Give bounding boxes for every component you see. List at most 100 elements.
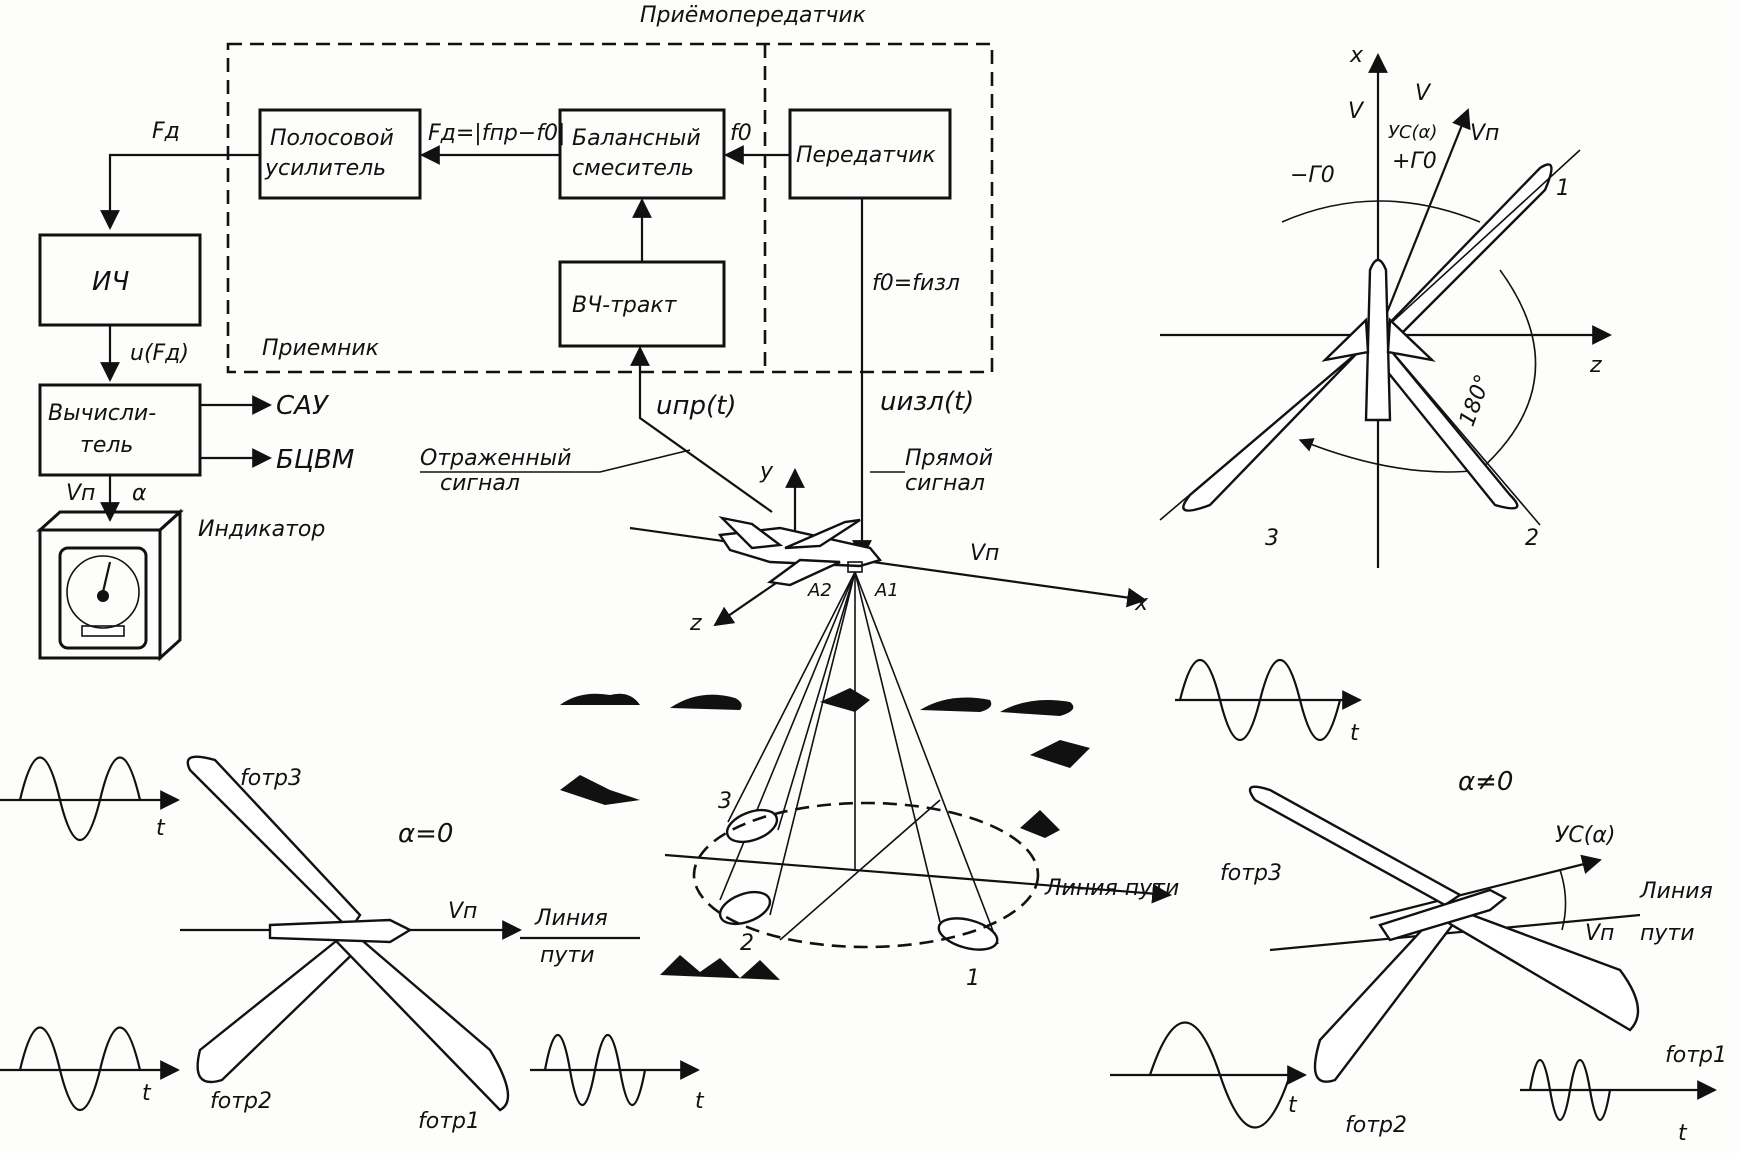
reflected-leader	[599, 449, 691, 473]
tr-beam2-label: 2	[1525, 526, 1539, 551]
balanced-mixer-block	[558, 108, 726, 200]
indicator-alpha-label: α	[132, 481, 147, 506]
fd-output-line	[100, 153, 260, 230]
footprint-cross	[779, 799, 941, 941]
tr-beam1-label: 1	[1556, 176, 1570, 201]
frequency-meter-block	[38, 233, 202, 327]
direct-line2: сигнал	[905, 471, 985, 496]
bl-vp-label: Vп	[448, 899, 477, 924]
tr-vp-label: Vп	[1470, 121, 1499, 146]
transceiver-boundary	[226, 42, 994, 374]
f0-emit-label: f0=fизл	[872, 271, 960, 296]
bl-lobe1	[333, 928, 510, 1112]
receiver-label: Приемник	[262, 336, 380, 361]
indicator-label: Индикатор	[198, 517, 325, 542]
scene-beam3-label: 3	[718, 789, 732, 814]
scene-y-label: y	[759, 459, 774, 484]
computer-block	[38, 383, 202, 477]
reflected-line2: сигнал	[440, 471, 520, 496]
br-path-line2: пути	[1640, 921, 1695, 946]
br-lobe3	[1248, 785, 1463, 907]
antenna-a1-label: A1	[874, 580, 899, 601]
bl-lobe3	[186, 755, 362, 932]
tr-sine-t: t	[1350, 721, 1360, 746]
scene-x-label: x	[1134, 591, 1149, 616]
bl-lobe2	[196, 928, 367, 1084]
br-vp-vector	[1369, 854, 1602, 920]
br-sine-wide-t: t	[1288, 1093, 1298, 1118]
balanced-mixer-line1: Балансный	[572, 126, 701, 151]
br-vp-label: Vп	[1585, 921, 1614, 946]
tr-minus-g0: −Γ0	[1290, 163, 1335, 188]
br-lobe1	[1433, 903, 1640, 1032]
fd-out-label: Fд	[152, 119, 180, 144]
indicator-device	[36, 508, 184, 662]
tr-z-label: z	[1589, 353, 1602, 378]
bottom-left-view: α=0 Vп Линия пути fотр3 fотр2 fотр1 t t …	[0, 755, 705, 1134]
tr-x-label: x	[1349, 43, 1364, 68]
br-fotr2: fотр2	[1345, 1113, 1407, 1138]
tr-beams	[1159, 149, 1581, 526]
tr-v-top-label: V	[1415, 81, 1432, 106]
transmitter-label: Передатчик	[796, 143, 936, 168]
bl-alpha-zero: α=0	[398, 819, 453, 849]
transceiver-title: Приёмопередатчик	[640, 3, 867, 28]
br-fotr3: fотр3	[1220, 861, 1282, 886]
bl-sine-bottom-t: t	[142, 1081, 152, 1106]
sau-label: САУ	[276, 391, 330, 421]
br-alpha-ne: α≠0	[1458, 767, 1513, 797]
tr-180-label: 180°	[1455, 371, 1497, 429]
br-fotr1: fотр1	[1665, 1043, 1727, 1068]
bl-sine-top-t: t	[156, 816, 166, 841]
indicator-vp-label: Vп	[66, 481, 95, 506]
terrain	[560, 688, 1090, 980]
band-amplifier-line1: Полосовой	[270, 126, 394, 151]
tr-vp-vector	[1376, 108, 1471, 336]
aircraft-3d	[717, 516, 883, 587]
scene-x-axis	[629, 526, 1147, 608]
path-line-label: Линия пути	[1044, 876, 1179, 901]
br-path-line	[1269, 913, 1641, 952]
br-path-line1: Линия	[1639, 879, 1713, 904]
br-sine-narrow-t: t	[1678, 1121, 1688, 1146]
direct-line1: Прямой	[905, 446, 993, 471]
bl-aircraft	[268, 918, 413, 944]
scene-beam2-label: 2	[740, 931, 754, 956]
tr-plus-g0: +Γ0	[1392, 149, 1437, 174]
block-diagram: Приёмопередатчик Приемник Полосовой усил…	[36, 3, 994, 662]
bl-fotr2: fотр2	[210, 1089, 272, 1114]
tr-beam3-label: 3	[1265, 526, 1279, 551]
bl-path-line2: пути	[540, 943, 595, 968]
scene-beams	[718, 571, 999, 951]
scene-z-label: z	[689, 611, 702, 636]
band-amplifier-line2: усилитель	[264, 156, 386, 181]
band-amplifier-block	[258, 108, 422, 200]
bl-sine-mid-t: t	[695, 1089, 705, 1114]
frequency-meter-label: ИЧ	[92, 267, 129, 297]
br-yc-label: УС(α)	[1555, 823, 1615, 848]
antenna-a2-label: A2	[807, 580, 832, 601]
computer-line2: тель	[80, 433, 133, 458]
bottom-right-view: α≠0 Линия пути Vп УС(α) fотр3 fотр2 fотр…	[1110, 767, 1727, 1146]
computer-line1: Вычисли-	[48, 401, 156, 426]
u-fd-label: u(Fд)	[130, 341, 189, 366]
fd-formula: Fд=|fпр−f0|	[428, 121, 565, 146]
scene-vp-label: Vп	[970, 541, 999, 566]
tr-v-label: V	[1348, 99, 1365, 124]
u-izl-label: uизл(t)	[880, 387, 974, 417]
central-scene: x Vп y z A2 A1	[560, 459, 1179, 991]
balanced-mixer-line2: смеситель	[572, 156, 694, 181]
top-right-view: x z V V Vп УС(α) −Γ0 +Γ0 180° 1 2 3	[1159, 43, 1612, 746]
bl-sine-bottom	[18, 1026, 142, 1112]
reflected-signal-line	[630, 346, 773, 513]
br-yc-arc	[1559, 869, 1567, 931]
br-aircraft	[1378, 888, 1508, 942]
br-lobe2	[1313, 903, 1462, 1083]
hf-path-label: ВЧ-тракт	[572, 293, 678, 318]
bl-fotr1: fотр1	[418, 1109, 480, 1134]
ground-footprint	[692, 801, 1040, 949]
u-pr-label: uпр(t)	[656, 391, 736, 421]
bl-path-line1: Линия	[534, 906, 608, 931]
f0-label: f0	[730, 121, 752, 146]
